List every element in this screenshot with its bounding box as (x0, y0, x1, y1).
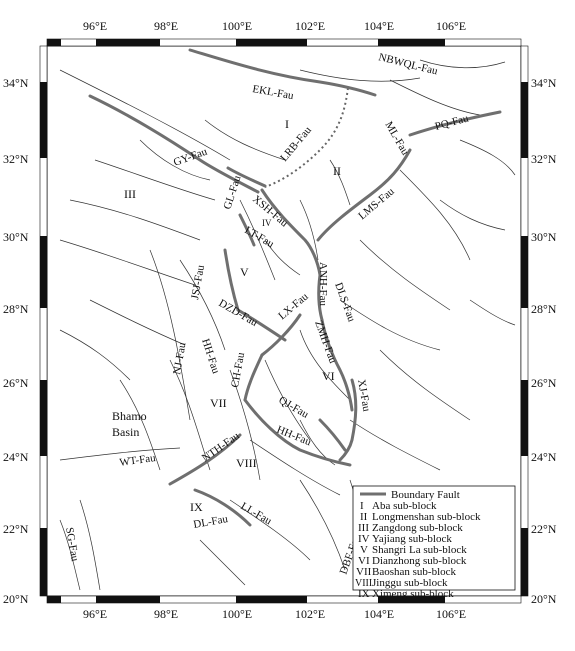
lon-label-bottom-100: 100°E (222, 607, 252, 621)
lon-label-top-104: 104°E (364, 19, 394, 33)
lat-label-right-28: 28°N (531, 302, 557, 316)
legend-item-3: Zangdong sub-block (372, 522, 463, 534)
lon-label-bottom-96: 96°E (83, 607, 107, 621)
legend-numeral-5: V (360, 544, 368, 556)
basin-label-line1: Bhamo (112, 409, 147, 423)
block-label-v: V (240, 265, 249, 279)
lon-label-top-100: 100°E (222, 19, 252, 33)
block-label-ii: II (333, 164, 341, 178)
legend-box (352, 485, 516, 591)
lon-label-top-106: 106°E (436, 19, 466, 33)
lon-label-bottom-98: 98°E (154, 607, 178, 621)
basin-label-line2: Basin (112, 425, 139, 439)
block-label-vi: VI (322, 369, 335, 383)
fault-label-nj: NJ-Fau (171, 341, 189, 375)
lat-label-left-26: 26°N (3, 376, 29, 390)
lat-label-right-26: 26°N (531, 376, 557, 390)
right-border-bar (520, 45, 529, 597)
fault-label-anh: ANH-Fau (317, 262, 329, 306)
legend-numeral-8: VIII (355, 578, 372, 589)
legend-item-1: Aba sub-block (372, 500, 437, 512)
lon-label-bottom-104: 104°E (364, 607, 394, 621)
lat-label-right-22: 22°N (531, 522, 557, 536)
lrb-dotted-boundary (264, 87, 349, 188)
legend-numeral-9: IX (358, 588, 370, 600)
lat-label-left-30: 30°N (3, 230, 29, 244)
top-border-bar (46, 38, 522, 47)
lat-label-right-32: 32°N (531, 152, 557, 166)
minor-faults (59, 59, 516, 591)
bottom-border-bar (46, 595, 522, 604)
legend-item-6: Dianzhong sub-block (372, 555, 467, 567)
legend-item-5: Shangri La sub-block (372, 544, 467, 556)
legend-boundary-label: Boundary Fault (391, 489, 460, 501)
legend-numeral-3: III (358, 522, 369, 534)
legend-item-9: Ximeng sub-block (372, 588, 454, 600)
fault-label-sg: SG-Fau (63, 526, 81, 562)
legend-numeral-2: II (360, 511, 368, 523)
lat-label-right-30: 30°N (531, 230, 557, 244)
block-label-iv: IV (262, 218, 272, 228)
legend-numeral-7: VII (356, 566, 372, 578)
block-label-viii: VIII (236, 456, 257, 470)
block-label-vii: VII (210, 396, 227, 410)
legend: Boundary Fault I Aba sub-block II Longme… (352, 485, 516, 600)
lat-label-right-34: 34°N (531, 76, 557, 90)
lon-label-bottom-106: 106°E (436, 607, 466, 621)
lat-label-left-22: 22°N (3, 522, 29, 536)
lat-label-left-32: 32°N (3, 152, 29, 166)
boundary-faults (88, 48, 502, 527)
legend-numeral-1: I (360, 500, 364, 512)
legend-numeral-6: VI (358, 555, 370, 567)
lon-label-bottom-102: 102°E (295, 607, 325, 621)
lon-label-top-98: 98°E (154, 19, 178, 33)
fault-label-wt: WT-Fau (119, 452, 157, 469)
block-label-iii: III (124, 187, 136, 201)
lat-label-left-24: 24°N (3, 450, 29, 464)
legend-numeral-4: IV (358, 533, 370, 545)
lat-label-left-28: 28°N (3, 302, 29, 316)
block-label-ix: IX (190, 500, 203, 514)
lon-label-top-96: 96°E (83, 19, 107, 33)
legend-item-8: Jinggu sub-block (372, 577, 448, 589)
legend-item-4: Yajiang sub-block (372, 533, 452, 545)
legend-item-2: Longmenshan sub-block (372, 511, 481, 523)
block-label-i: I (285, 117, 289, 131)
lat-label-right-24: 24°N (531, 450, 557, 464)
fault-label-xj: XJ-Fau (355, 378, 373, 412)
lon-label-top-102: 102°E (295, 19, 325, 33)
legend-item-7: Baoshan sub-block (372, 566, 457, 578)
lat-label-right-20: 20°N (531, 592, 557, 606)
left-border-bar (39, 45, 48, 597)
lat-label-left-34: 34°N (3, 76, 29, 90)
lat-label-left-20: 20°N (3, 592, 29, 606)
